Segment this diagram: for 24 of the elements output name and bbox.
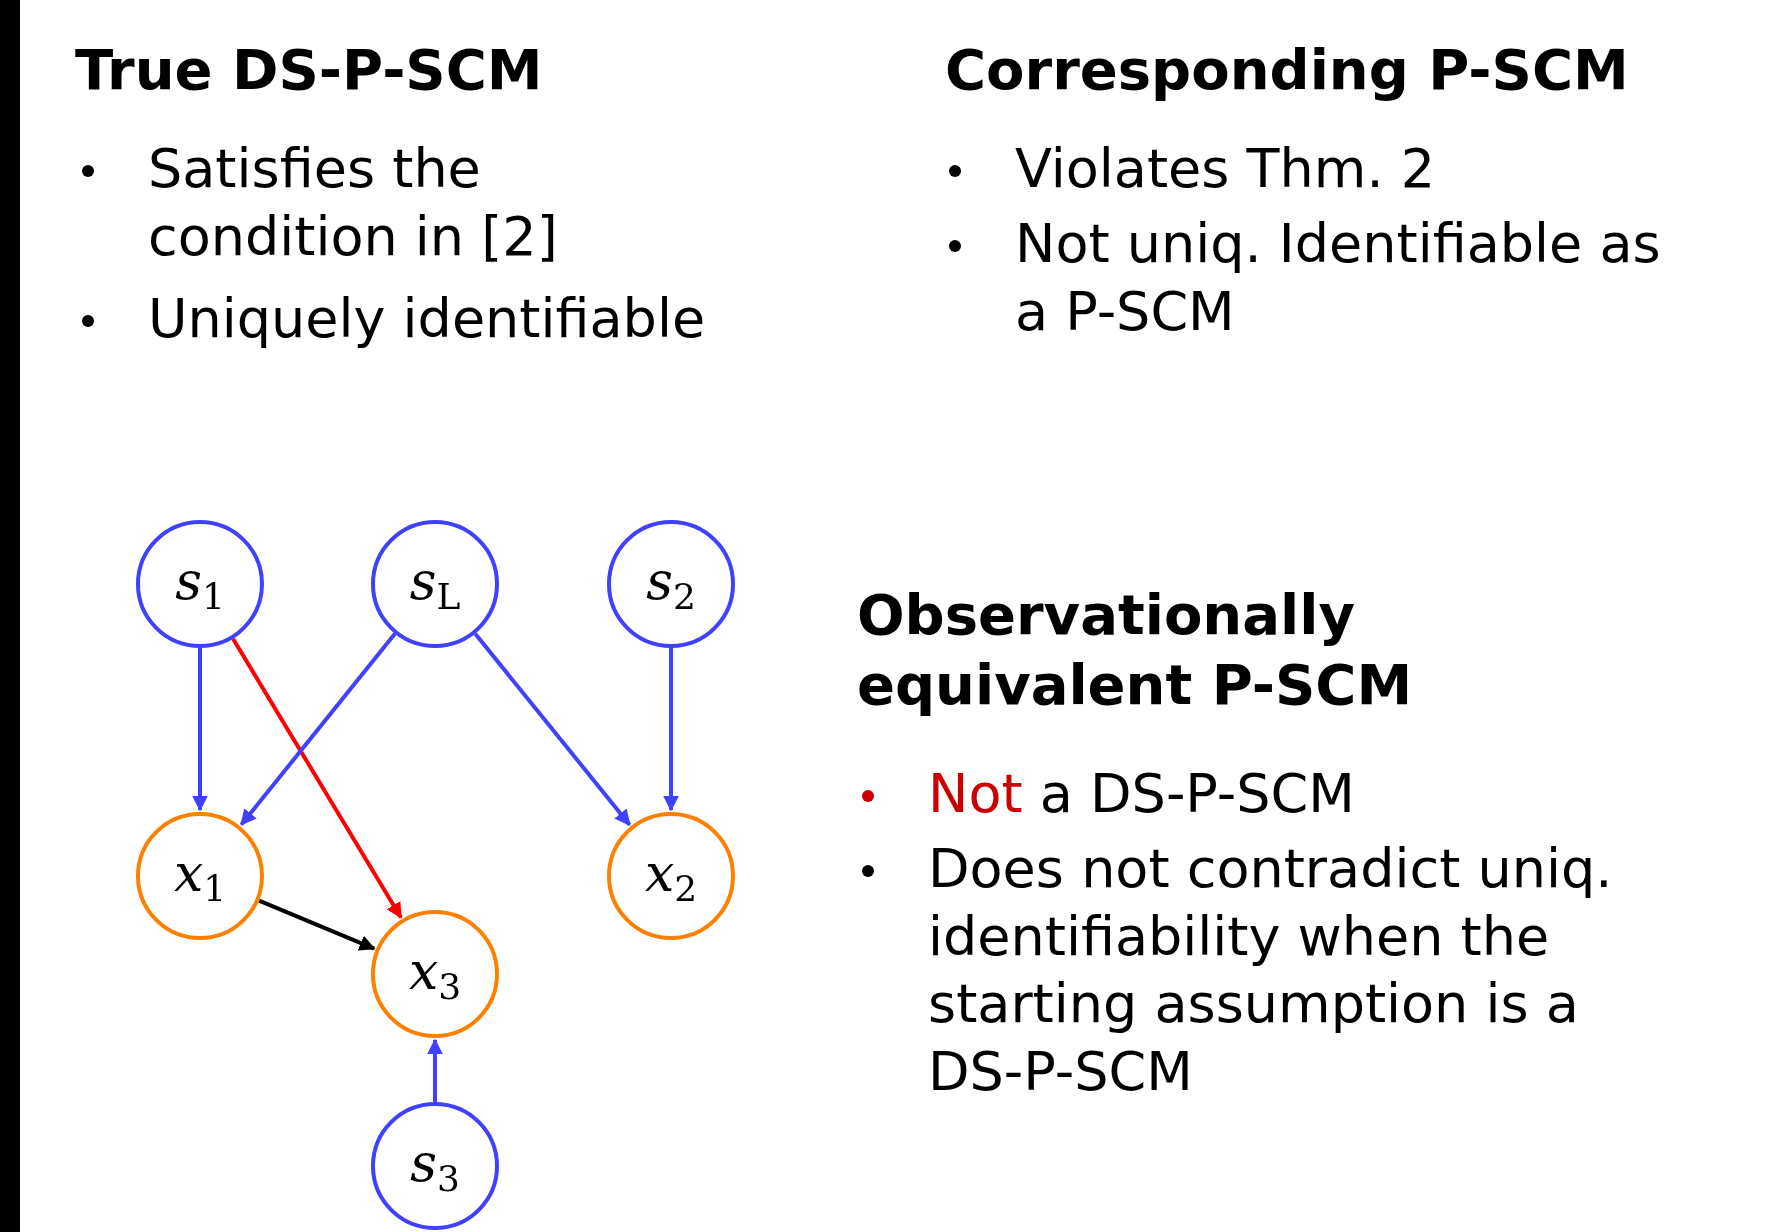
section-heading: Observationally equivalent P-SCM — [857, 581, 1414, 719]
variable-label: x$_{2}$ — [644, 843, 698, 909]
bullet-text: Violates Thm. 2 — [1015, 136, 1437, 202]
variable-label: s$_{3}$ — [410, 1133, 460, 1199]
variable-label: s$_{2}$ — [646, 551, 696, 617]
variable-label: s$_{1}$ — [175, 551, 225, 617]
arrow — [239, 632, 397, 826]
bullet-text: Satisfies the condition in [2] — [148, 136, 559, 270]
bullet-text: Uniquely identifiable — [148, 286, 707, 352]
section-heading: True DS-P-SCM — [75, 36, 544, 104]
bullet-text: Not uniq. Identifiable as a P-SCM — [1015, 211, 1662, 345]
arrow — [258, 898, 376, 951]
vertical-bar — [0, 0, 20, 1232]
arrow — [663, 648, 679, 812]
bullet-text: Not a DS-P-SCM — [928, 761, 1356, 827]
arrow — [231, 637, 403, 919]
bullet-text: Does not contradict uniq. identifiability when the starting assumption is a DS-P-SCM — [928, 836, 1614, 1105]
arrow — [427, 1038, 443, 1102]
variable-label: s$_{L}$ — [409, 551, 461, 617]
arrow — [192, 648, 208, 812]
arrow — [473, 632, 632, 826]
variable-label: x$_{3}$ — [408, 941, 462, 1007]
section-heading: Corresponding P-SCM — [945, 36, 1630, 104]
variable-label: x$_{1}$ — [173, 843, 227, 909]
